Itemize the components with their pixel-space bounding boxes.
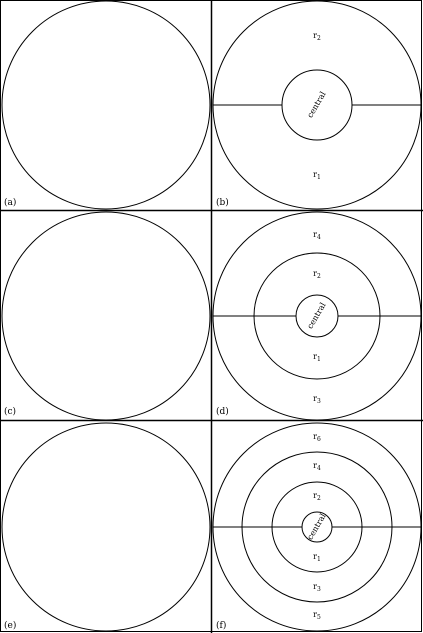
region-label-bottom: r5: [313, 610, 321, 621]
panel-label: (b): [216, 197, 229, 208]
region-label-bottom: r3: [313, 394, 321, 405]
disk-outline: [1, 422, 211, 632]
region-label-top: r4: [313, 230, 321, 241]
panel-label: (c): [4, 406, 16, 417]
panel-b: central r2 r1 (b): [212, 0, 422, 210]
region-label-top: r6: [313, 432, 321, 443]
region-label-top: r2: [313, 269, 321, 280]
region-label-bottom: r1: [313, 352, 321, 363]
panel-label: (d): [216, 406, 229, 417]
region-label-bottom: r1: [313, 170, 321, 181]
panel-a: (a): [1, 0, 211, 210]
region-label-top: r4: [313, 461, 321, 472]
region-label-top: r2: [313, 31, 321, 42]
panel-e: (e): [1, 422, 211, 632]
central-label: central: [305, 90, 327, 120]
panel-d: central r2 r1 r4 r3 (d): [212, 211, 422, 421]
region-label-top: r2: [313, 491, 321, 502]
panel-c: (c): [1, 211, 211, 421]
panel-label: (f): [216, 620, 226, 631]
region-label-bottom: r3: [313, 582, 321, 593]
central-label: central: [305, 512, 327, 542]
panel-label: (a): [4, 197, 16, 208]
disk-outline: [1, 211, 211, 421]
central-label: central: [305, 301, 327, 331]
panel-label: (e): [4, 620, 16, 631]
disk-outline: [1, 0, 211, 210]
panel-f: central r2 r1 r4 r3 r6 r5 (f): [212, 422, 422, 632]
region-label-bottom: r1: [313, 552, 321, 563]
